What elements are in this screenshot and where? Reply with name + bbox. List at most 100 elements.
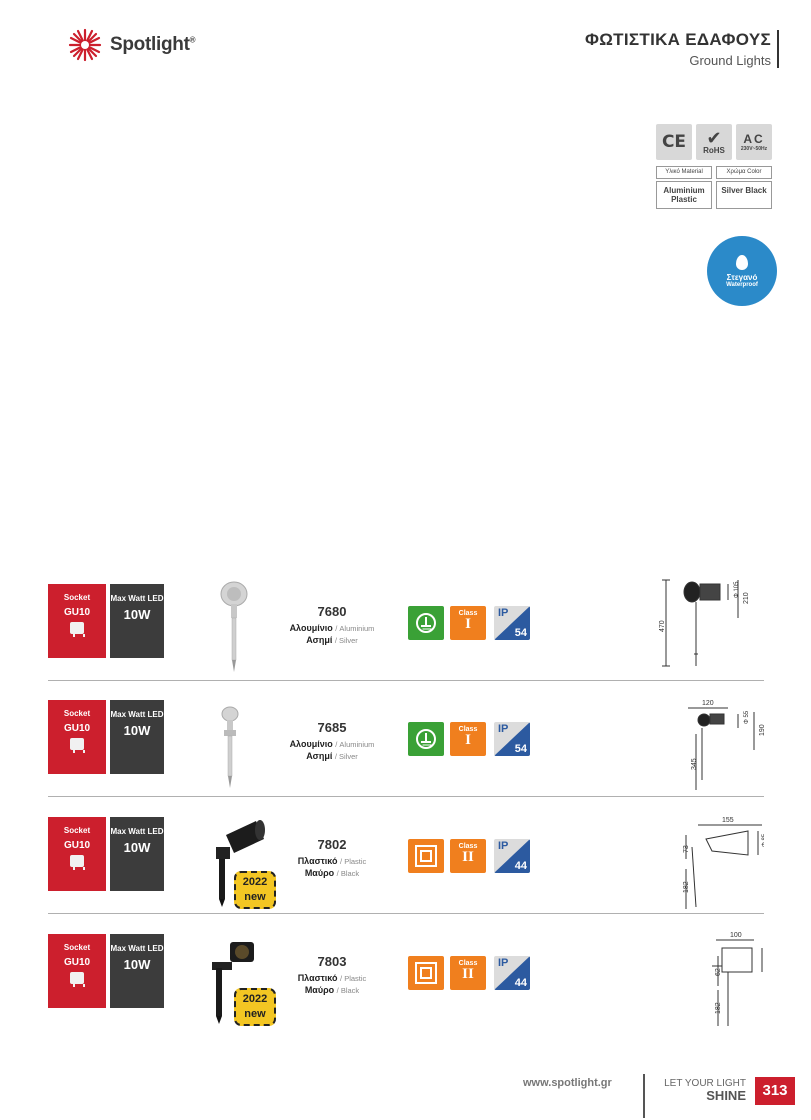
product-image xyxy=(198,694,274,790)
ip-label: IP xyxy=(498,607,509,619)
watt-badge: Max Watt LED 10W xyxy=(110,584,164,658)
watt-label: Max Watt LED xyxy=(110,944,164,953)
ip-rating-badge: IP 54 xyxy=(494,722,530,756)
ip-rating-badge: IP 54 xyxy=(494,606,530,640)
svg-text:100: 100 xyxy=(730,932,742,939)
socket-label: Socket xyxy=(63,826,91,835)
svg-text:190: 190 xyxy=(759,724,764,736)
ce-mark-icon: CE xyxy=(656,124,692,160)
brand-logo: Spotlight® xyxy=(68,28,195,62)
product-material: Αλουμίνιο / Aluminium xyxy=(289,623,375,633)
tagline-line2: SHINE xyxy=(706,1088,746,1103)
ip-value: 44 xyxy=(514,860,527,872)
product-image xyxy=(198,928,274,1024)
ip-label: IP xyxy=(498,723,509,735)
product-color: Μαύρο / Black xyxy=(304,984,360,995)
badge-year: 2022 xyxy=(242,993,268,1005)
badge-word: new xyxy=(244,891,266,903)
svg-text:Φ 105: Φ 105 xyxy=(734,581,740,598)
page-title: ΦΩΤΙΣΤΙΚΑ ΕΔΑΦΟΥΣ Ground Lights xyxy=(585,30,771,68)
waterproof-english: Waterproof xyxy=(726,281,758,288)
spotlight-logo-icon xyxy=(68,28,102,62)
svg-text:470: 470 xyxy=(659,620,666,632)
footer-tagline: LET YOUR LIGHT SHINE xyxy=(648,1078,746,1102)
ip-value: 54 xyxy=(514,743,527,755)
product-code: 7802 xyxy=(317,837,347,852)
material-value: Aluminium Plastic xyxy=(656,180,712,210)
class-label: Class xyxy=(458,843,478,850)
svg-text:182: 182 xyxy=(715,1002,722,1014)
double-insulation-icon xyxy=(408,956,444,990)
svg-text:Φ 85: Φ 85 xyxy=(762,833,764,847)
product-image xyxy=(198,578,274,674)
svg-text:182: 182 xyxy=(683,881,690,893)
waterproof-badge: Στεγανό Waterproof xyxy=(707,236,777,306)
row-divider xyxy=(48,796,764,797)
gu10-bulb-icon xyxy=(70,622,85,637)
socket-label: Socket xyxy=(63,709,91,718)
class-label: Class xyxy=(458,726,478,733)
watt-label: Max Watt LED xyxy=(110,594,164,603)
waterproof-greek: Στεγανό xyxy=(726,272,758,282)
footer-url[interactable]: www.spotlight.gr xyxy=(523,1077,612,1089)
watt-label: Max Watt LED xyxy=(110,827,164,836)
watt-value: 10W xyxy=(123,607,151,623)
socket-value: GU10 xyxy=(63,840,91,851)
title-divider xyxy=(777,30,779,68)
row-divider xyxy=(48,680,764,681)
class-value: I xyxy=(465,616,471,632)
earth-ground-icon xyxy=(408,722,444,756)
class-label: Class xyxy=(458,610,478,617)
socket-label: Socket xyxy=(63,593,91,602)
product-image xyxy=(198,811,274,907)
svg-text:73: 73 xyxy=(683,845,690,853)
ip-value: 54 xyxy=(514,627,527,639)
product-code: 7685 xyxy=(317,720,347,735)
product-code: 7803 xyxy=(317,954,347,969)
color-value: Silver Black xyxy=(716,180,772,210)
product-material: Αλουμίνιο / Aluminium xyxy=(289,739,375,749)
brand-name: Spotlight® xyxy=(110,34,196,55)
socket-value: GU10 xyxy=(63,607,91,618)
product-color: Ασημί / Silver xyxy=(306,750,358,761)
badge-word: new xyxy=(244,1008,266,1020)
product-color: Ασημί / Silver xyxy=(306,634,358,645)
socket-label: Socket xyxy=(63,943,91,952)
svg-text:210: 210 xyxy=(743,592,750,604)
ip-rating-badge: IP 44 xyxy=(494,839,530,873)
material-header: Υλικό Material xyxy=(656,166,712,179)
watt-badge: Max Watt LED 10W xyxy=(110,934,164,1008)
ip-label: IP xyxy=(498,840,509,852)
svg-text:62: 62 xyxy=(715,968,722,976)
earth-ground-icon xyxy=(408,606,444,640)
new-badge: 2022 new xyxy=(234,871,276,909)
row-divider xyxy=(48,913,764,914)
page-number: 313 xyxy=(755,1077,795,1105)
socket-value: GU10 xyxy=(63,957,91,968)
footer-divider xyxy=(643,1074,645,1118)
ip-value: 44 xyxy=(514,977,527,989)
rohs-icon: ✔RoHS xyxy=(696,124,732,160)
watt-value: 10W xyxy=(123,723,151,739)
watt-value: 10W xyxy=(123,957,151,973)
badge-year: 2022 xyxy=(242,876,268,888)
tagline-line1: LET YOUR LIGHT xyxy=(664,1078,746,1089)
product-material: Πλαστικό / Plastic xyxy=(297,856,367,866)
water-drop-icon xyxy=(736,254,748,270)
gu10-bulb-icon xyxy=(70,972,85,987)
